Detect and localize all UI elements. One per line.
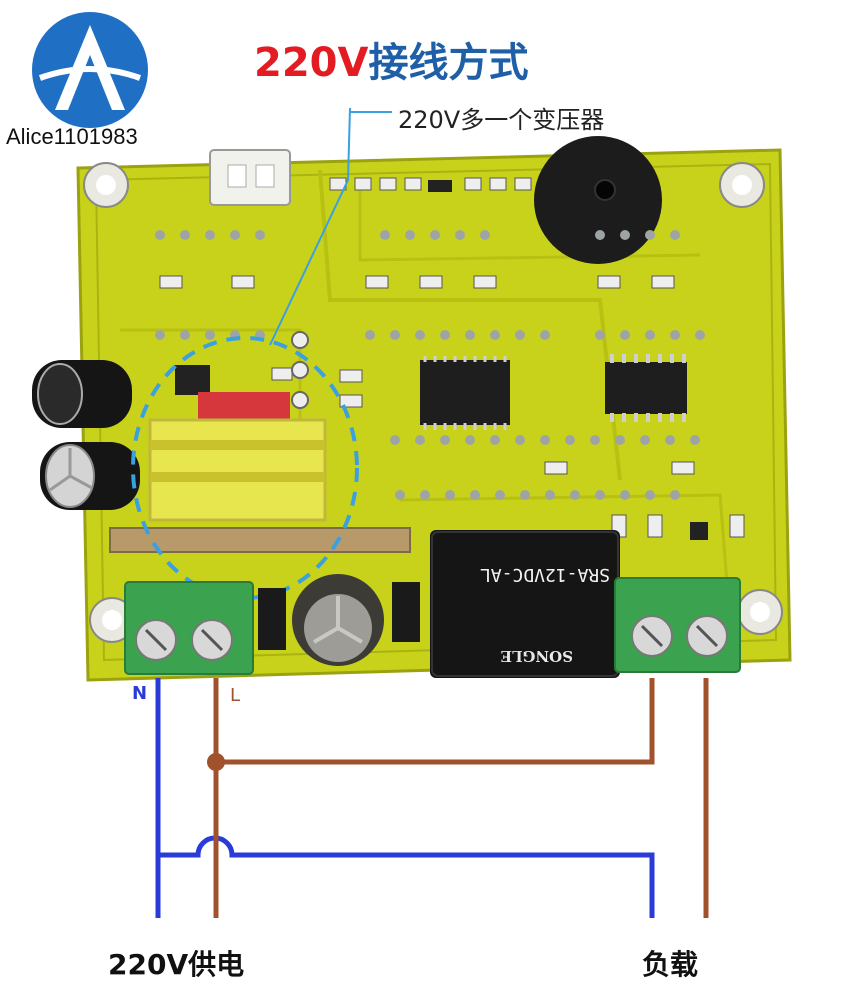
live-junction-dot [207,753,225,771]
resistor-r26 [271,367,293,381]
terminal-block-load [614,577,741,673]
header-pads [155,230,705,500]
page-title: 220V接线方式 [254,30,528,88]
transformer-highlight-circle [131,336,359,600]
title-voltage: 220V [254,40,369,86]
callout-leader-line [269,107,351,346]
mounting-holes [83,162,783,643]
capacitor-c1 [32,360,132,428]
terminal-block-supply [124,581,254,675]
transformer [109,392,411,553]
neutral-label: N [132,683,148,704]
live-label: L [230,685,241,706]
relay-model: SRA-12VDC-AL [479,564,610,585]
regulator-u4 [175,365,210,395]
capacitor-c5 [292,574,384,666]
diode-d2 [392,582,420,642]
test-pad-minus [291,391,309,409]
ic-u5 [605,354,687,422]
test-pad-plus [291,331,309,349]
live-wire [213,678,709,918]
transformer-callout: 220V多一个变压器 [398,106,605,134]
diode-d1 [258,588,286,650]
load-label: 负载 [642,948,699,981]
capacitor-c2 [40,442,140,510]
sensor-connector [209,149,291,206]
test-pad-mid [291,361,309,379]
watermark-logo [32,12,148,128]
buzzer [534,136,662,264]
relay-brand: SONGLE [500,647,573,665]
supply-label: 220V供电 [108,948,245,981]
relay-label-group: SRA-12VDC-AL SONGLE [438,545,618,675]
title-wiring-method: 接线方式 [368,40,529,86]
ic-u3 [420,356,510,430]
smd-components [159,177,745,540]
neutral-wire [155,678,655,918]
watermark-text: Alice1101983 [6,124,138,149]
